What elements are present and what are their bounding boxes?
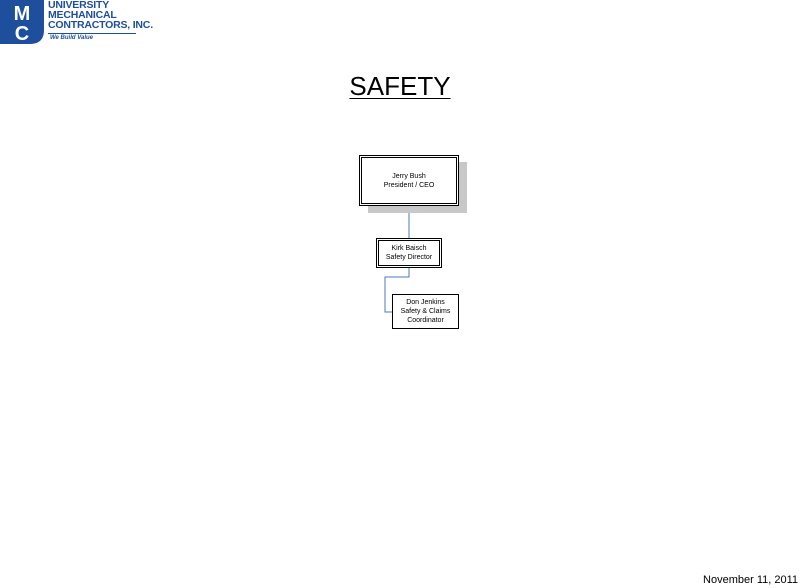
node-role: President / CEO: [383, 181, 435, 189]
org-node-coordinator: Don Jenkins Safety & Claims Coordinator: [392, 294, 459, 329]
logo-monogram-c: C: [15, 23, 29, 45]
company-logo: M C UNIVERSITY MECHANICAL CONTRACTORS, I…: [0, 0, 153, 48]
logo-monogram-m: M: [14, 3, 31, 25]
org-node-safety-director: Kirk Baisch Safety Director: [376, 238, 442, 268]
node-name: Kirk Baisch: [391, 245, 427, 252]
mc-monogram-icon: M C: [0, 0, 44, 45]
node-name: Don Jenkins: [406, 299, 445, 306]
logo-divider: [48, 33, 136, 34]
document-date: November 11, 2011: [703, 574, 798, 586]
logo-company-line: UNIVERSITY: [48, 0, 110, 11]
node-role: Safety & Claims: [400, 308, 451, 315]
logo-company-line: CONTRACTORS, INC.: [48, 19, 153, 31]
logo-tagline: We Build Value: [50, 35, 94, 41]
page-title: SAFETY: [349, 71, 451, 101]
node-role: Safety Director: [385, 254, 433, 261]
node-role: Coordinator: [407, 317, 444, 324]
node-name: Jerry Bush: [392, 172, 426, 180]
connector-director-coordinator: [384, 267, 410, 313]
logo-company-name: UNIVERSITY MECHANICAL CONTRACTORS, INC.: [48, 0, 153, 31]
logo-company-line: MECHANICAL: [48, 9, 117, 21]
org-node-ceo: Jerry Bush President / CEO: [359, 155, 459, 206]
